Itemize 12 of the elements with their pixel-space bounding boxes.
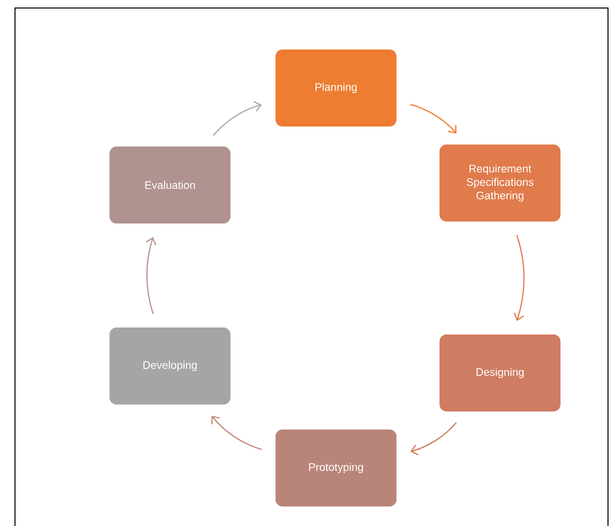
arrow (212, 101, 262, 136)
process-box: Designing (440, 334, 560, 412)
arrow (146, 237, 156, 314)
arrow (410, 104, 456, 134)
process-box: Requirement Specifications Gathering (440, 144, 560, 222)
arrow (211, 416, 262, 450)
process-box: Prototyping (276, 430, 396, 506)
arrow (514, 234, 524, 321)
arrow (410, 422, 457, 456)
process-box: Developing (110, 328, 230, 404)
process-box: Planning (276, 50, 396, 126)
process-box: Evaluation (110, 146, 230, 224)
